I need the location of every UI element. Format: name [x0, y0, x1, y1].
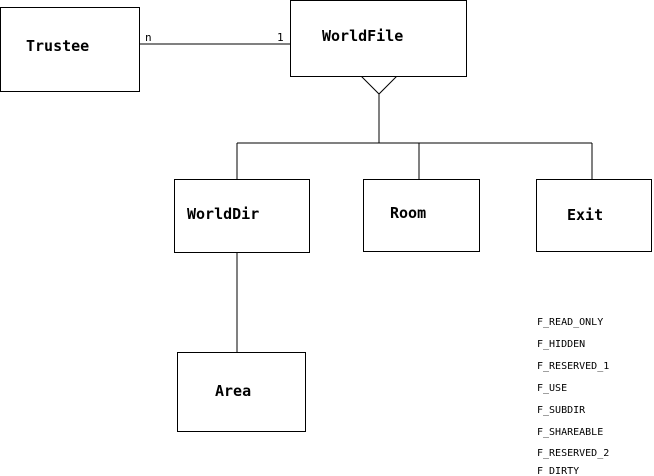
trustee-box — [0, 7, 140, 92]
trustee-multiplicity: n — [145, 31, 152, 44]
room-class: Room — [363, 179, 480, 252]
flag-item: F_SHAREABLE — [537, 427, 603, 438]
flag-item: F_HIDDEN — [537, 339, 585, 350]
flag-item: F_SUBDIR — [537, 405, 586, 416]
area-label: Area — [215, 382, 251, 400]
area-box — [177, 352, 306, 432]
exit-box — [536, 179, 652, 252]
flag-item: F_USE — [537, 383, 567, 394]
exit-class: Exit — [536, 179, 652, 252]
worldfile-label: WorldFile — [322, 27, 403, 45]
flag-item: F_DIRTY — [537, 466, 579, 476]
room-box — [363, 179, 480, 252]
worldfile-box — [290, 0, 467, 77]
flag-item: F_RESERVED_1 — [537, 361, 609, 372]
inheritance-triangle — [359, 75, 399, 95]
worlddir-class: WorldDir — [174, 179, 310, 253]
trustee-class: Trustee — [0, 7, 140, 92]
flag-item: F_READ_ONLY — [537, 317, 603, 328]
worlddir-label: WorldDir — [187, 205, 259, 223]
worldfile-class: WorldFile — [290, 0, 467, 77]
exit-label: Exit — [567, 206, 603, 224]
worlddir-box — [174, 179, 310, 253]
flag-list: F_READ_ONLY F_HIDDEN F_RESERVED_1 F_USE … — [537, 317, 609, 476]
room-label: Room — [390, 204, 426, 222]
flag-item: F_RESERVED_2 — [537, 448, 609, 459]
worldfile-multiplicity: 1 — [277, 31, 284, 44]
trustee-label: Trustee — [26, 37, 89, 55]
area-class: Area — [177, 352, 306, 432]
